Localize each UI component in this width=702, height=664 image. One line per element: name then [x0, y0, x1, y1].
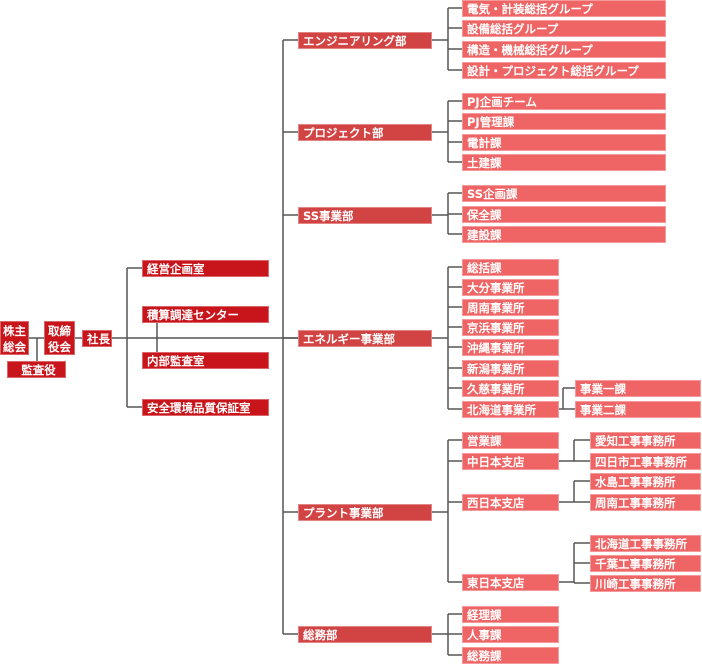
unit-box: 保全課 [462, 205, 666, 223]
president-box: 社長 [82, 330, 112, 347]
staff-office-box: 経営企画室 [142, 259, 269, 277]
unit-box: 総括課 [462, 258, 559, 276]
office-box: 事業二課 [575, 400, 701, 418]
office-box: 水島工事事務所 [590, 472, 701, 490]
unit-box: 設備総括グループ [462, 19, 666, 37]
staff-office-box: 内部監査室 [142, 351, 269, 369]
office-box: 四日市工事事務所 [590, 452, 701, 470]
auditor-box: 監査役 [7, 361, 66, 378]
unit-box: 総務課 [462, 646, 559, 664]
office-box: 事業一課 [575, 379, 701, 397]
unit-box: 周南事業所 [462, 298, 559, 316]
unit-box: SS企画課 [462, 184, 666, 202]
unit-box: 経理課 [462, 605, 559, 623]
unit-box: 沖縄事業所 [462, 338, 559, 356]
staff-office-box: 安全環境品質保証室 [142, 398, 269, 416]
department-box: プロジェクト部 [298, 123, 432, 141]
unit-box: 建設課 [462, 225, 666, 243]
staff-office-box: 積算調達センター [142, 305, 269, 323]
unit-box: 電計課 [462, 133, 666, 151]
unit-box: 新潟事業所 [462, 359, 559, 377]
unit-box: 土建課 [462, 153, 666, 171]
department-box: プラント事業部 [298, 503, 432, 521]
unit-box: 京浜事業所 [462, 318, 559, 336]
unit-box: PJ管理課 [462, 112, 666, 130]
office-box: 北海道工事事務所 [590, 534, 701, 552]
unit-box: 大分事業所 [462, 278, 559, 296]
office-box: 周南工事事務所 [590, 493, 701, 511]
unit-box: 電気・計装総括グループ [462, 0, 666, 17]
unit-box: 東日本支店 [462, 573, 559, 591]
office-box: 愛知工事事務所 [590, 431, 701, 449]
office-box: 千葉工事事務所 [590, 554, 701, 572]
department-box: 総務部 [298, 625, 432, 643]
shareholders-meeting-box: 株主総会 [0, 321, 29, 355]
board-of-directors-box: 取締役会 [44, 321, 75, 355]
unit-box: 久慈事業所 [462, 379, 559, 397]
department-box: SS事業部 [298, 206, 432, 224]
unit-box: 営業課 [462, 431, 559, 449]
unit-box: 設計・プロジェクト総括グループ [462, 61, 666, 79]
department-box: エンジニアリング部 [298, 31, 432, 49]
unit-box: 北海道事業所 [462, 400, 559, 418]
unit-box: 構造・機械総括グループ [462, 40, 666, 58]
unit-box: 西日本支店 [462, 493, 559, 511]
office-box: 川崎工事事務所 [590, 574, 701, 592]
unit-box: 中日本支店 [462, 452, 559, 470]
unit-box: 人事課 [462, 625, 559, 643]
department-box: エネルギー事業部 [298, 329, 432, 347]
unit-box: PJ企画チーム [462, 92, 666, 110]
